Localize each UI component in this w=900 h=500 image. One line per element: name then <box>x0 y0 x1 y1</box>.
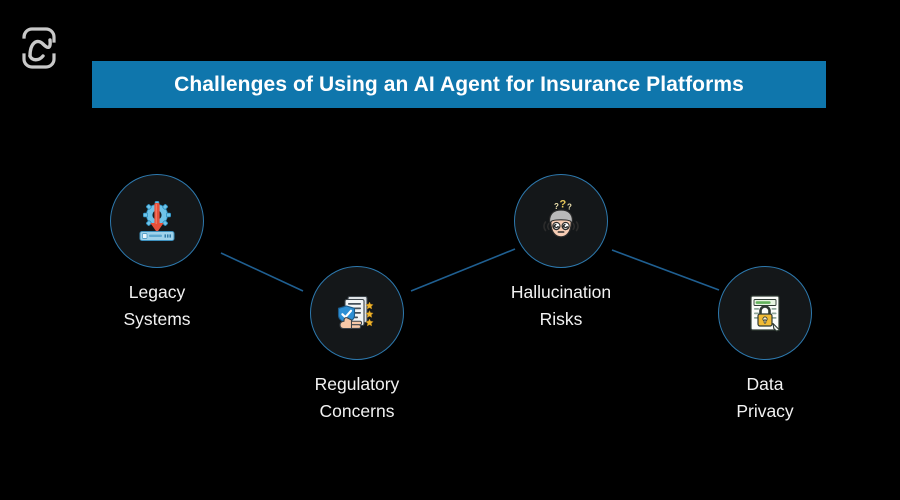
node-label-regulatory-concerns: Regulatory Concerns <box>314 374 400 422</box>
node-hallucination-risks[interactable]: ? ? ? <box>461 174 661 333</box>
node-label-hallucination-risks: Hallucination Risks <box>510 282 612 330</box>
svg-text:?: ? <box>567 203 572 212</box>
node-circle <box>718 266 812 360</box>
svg-text:?: ? <box>560 199 567 211</box>
node-data-privacy[interactable]: Data Privacy <box>665 266 865 425</box>
brand-logo-icon <box>22 27 56 69</box>
confused-face-question-marks-icon: ? ? ? <box>536 196 586 246</box>
spiral-eyes <box>552 221 570 231</box>
server-bar <box>139 231 175 241</box>
gear-down-arrow-server-icon <box>132 196 182 246</box>
motion-lines <box>543 221 579 232</box>
pointing-hand <box>339 317 363 330</box>
node-legacy-systems[interactable]: Legacy Systems <box>57 174 257 333</box>
padlock <box>757 305 773 327</box>
down-arrow <box>150 203 164 233</box>
node-circle <box>310 266 404 360</box>
svg-text:?: ? <box>554 202 559 211</box>
question-marks: ? ? ? <box>554 199 572 212</box>
title-banner: Challenges of Using an AI Agent for Insu… <box>92 61 826 108</box>
node-circle: ? ? ? <box>514 174 608 268</box>
brand-logo <box>20 25 58 71</box>
node-circle <box>110 174 204 268</box>
document-padlock-icon <box>740 288 790 338</box>
compliance-documents-shield-check-icon <box>332 288 382 338</box>
node-label-data-privacy: Data Privacy <box>736 374 794 422</box>
node-label-legacy-systems: Legacy Systems <box>123 282 191 330</box>
pen <box>772 322 781 332</box>
node-regulatory-concerns[interactable]: Regulatory Concerns <box>257 266 457 425</box>
page-title: Challenges of Using an AI Agent for Insu… <box>174 72 744 96</box>
